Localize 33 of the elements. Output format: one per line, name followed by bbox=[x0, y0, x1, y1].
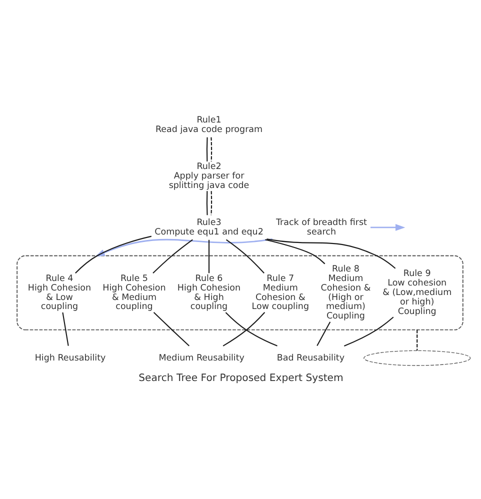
connector bbox=[210, 190, 212, 215]
node-text: Rule 6 High Cohesion & High coupling bbox=[176, 273, 240, 312]
connector bbox=[210, 136, 212, 161]
connector bbox=[264, 238, 325, 264]
connector bbox=[343, 316, 394, 346]
connector bbox=[266, 238, 396, 268]
arrow bbox=[370, 224, 405, 230]
connector bbox=[416, 329, 418, 350]
connector bbox=[225, 238, 264, 273]
connector bbox=[152, 238, 192, 273]
node-ellipse bbox=[363, 350, 470, 366]
node-text: Rule1 Read java code program bbox=[154, 115, 262, 135]
connector bbox=[224, 312, 277, 346]
node-text: Rule 7 Medium Cohesion & Low coupling bbox=[251, 273, 309, 312]
connector bbox=[74, 235, 152, 273]
connector bbox=[316, 321, 330, 346]
node-text: Bad Reusability bbox=[276, 352, 344, 363]
node-text: Rule3 Compute equ1 and equ2 bbox=[154, 218, 263, 237]
node-text: Rule 5 High Cohesion & Medium coupling bbox=[102, 273, 166, 312]
node-text: High Reusability bbox=[34, 352, 106, 363]
node-text: Medium Reusability bbox=[158, 352, 244, 363]
caption: Search Tree For Proposed Expert System bbox=[138, 372, 343, 384]
connector bbox=[222, 311, 265, 346]
node-text: Rule 8 Medium Cohesion & (High or medium) Coupling bbox=[320, 264, 370, 322]
connector bbox=[208, 239, 210, 273]
connector bbox=[62, 312, 68, 346]
node-text: Rule2 Apply parser for splitting java code bbox=[168, 162, 249, 190]
node-text: Track of breadth first search bbox=[275, 218, 366, 237]
node-text: Rule 4 High Cohesion & Low coupling bbox=[27, 273, 91, 312]
connector bbox=[152, 311, 190, 346]
connector bbox=[206, 190, 208, 215]
node-text: Rule 9 Low cohesion & (Low,medium or high) Coupling bbox=[382, 268, 452, 316]
connector bbox=[206, 136, 208, 161]
